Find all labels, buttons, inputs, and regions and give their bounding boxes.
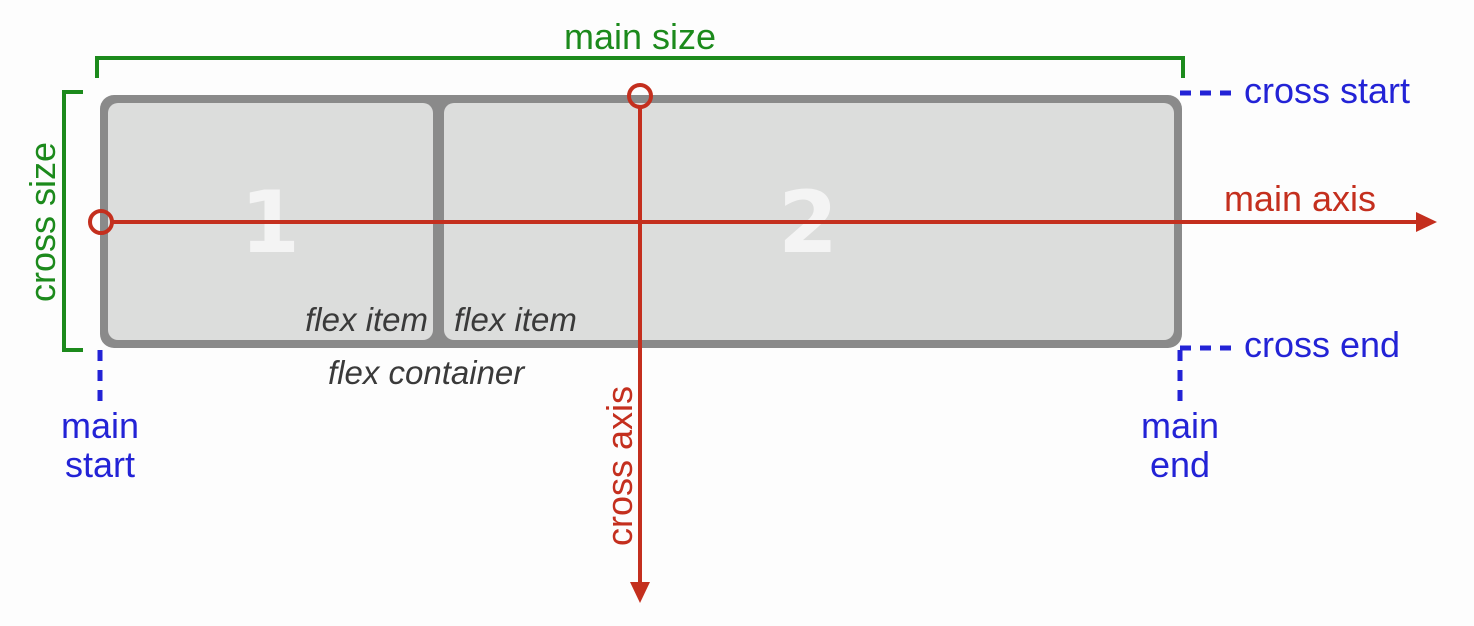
cross-start-label: cross start xyxy=(1244,70,1410,111)
cross-axis-origin-marker xyxy=(627,83,653,109)
main-start-label-line1: main xyxy=(61,405,139,446)
cross-end-label: cross end xyxy=(1244,324,1400,365)
cross-axis-arrowhead xyxy=(630,582,650,603)
cross-axis-label: cross axis xyxy=(599,386,640,546)
flex-item-1-caption: flex item xyxy=(305,301,428,338)
main-axis-origin-marker xyxy=(88,209,114,235)
cross-size-label: cross size xyxy=(22,142,63,302)
main-end-label-line2: end xyxy=(1150,444,1210,485)
main-axis-arrowhead xyxy=(1416,212,1437,232)
main-size-label: main size xyxy=(564,16,716,57)
main-size-bracket xyxy=(95,56,1185,78)
main-end-label-line1: main xyxy=(1141,405,1219,446)
main-axis-label: main axis xyxy=(1224,178,1376,219)
flex-item-2-caption: flex item xyxy=(454,301,577,338)
flex-container-label: flex container xyxy=(328,354,526,391)
cross-size-bracket xyxy=(62,90,83,352)
main-start-label-line2: start xyxy=(65,444,135,485)
